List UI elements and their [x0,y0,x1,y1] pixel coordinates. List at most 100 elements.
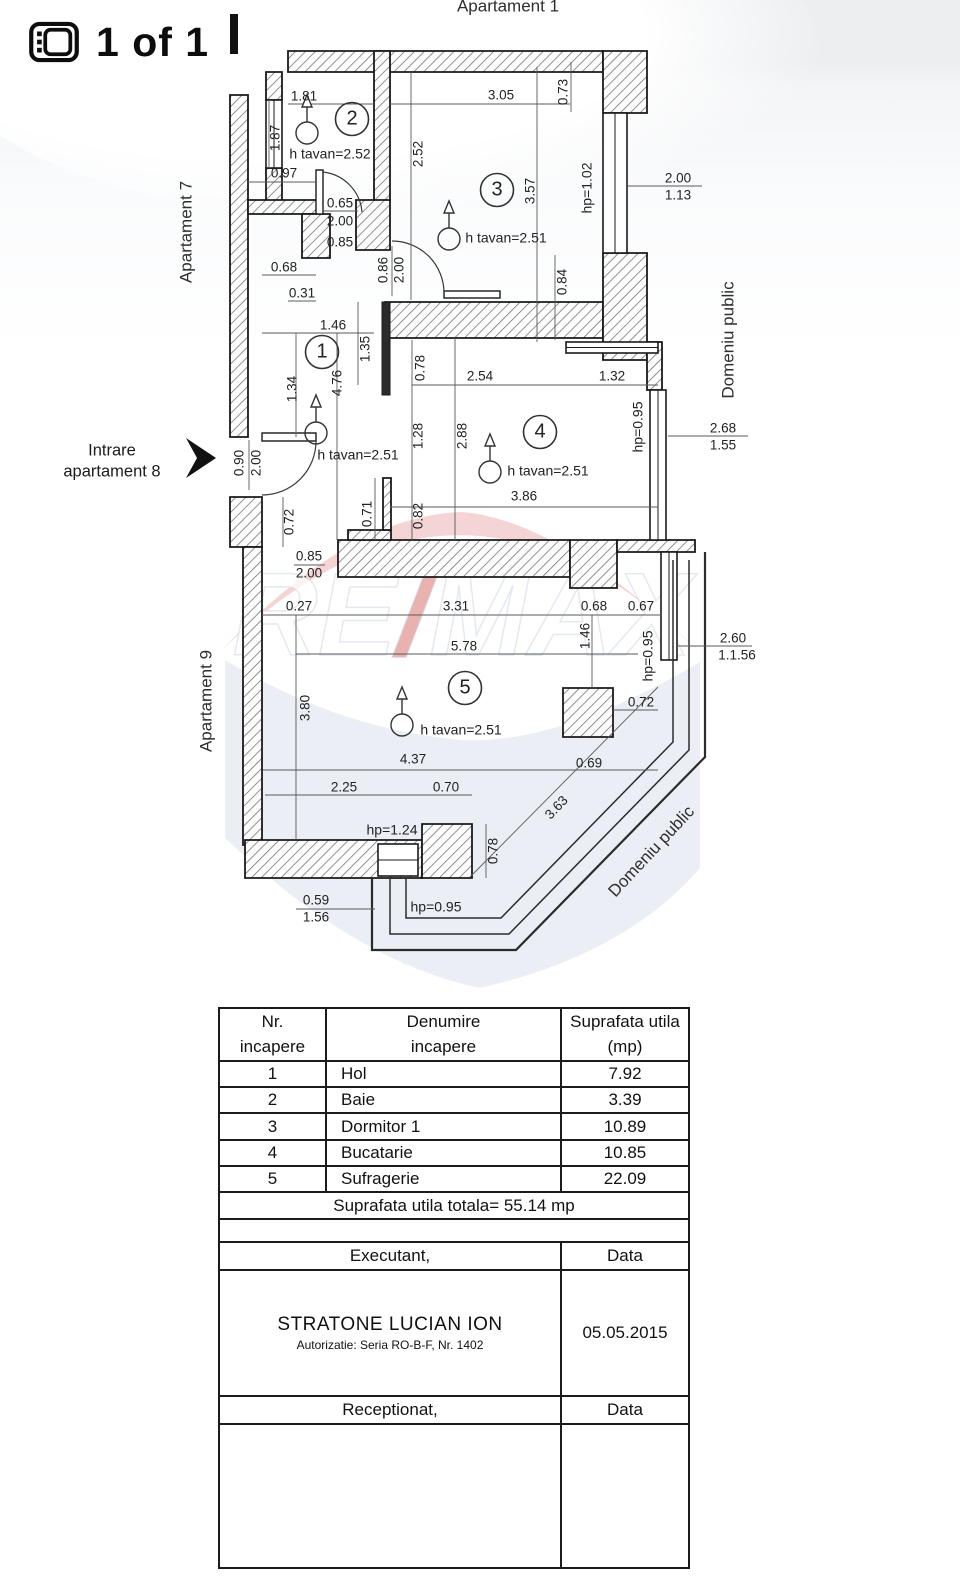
door-arc [261,440,317,496]
executant-header-row: Executant, Data [218,1241,690,1271]
table-row: 1 Hol 7.92 [218,1060,690,1088]
table-row: 2 Baie 3.39 [218,1086,690,1114]
cell-nr: 3 [218,1112,327,1141]
plan-label: 2.00 [327,214,353,229]
ceiling-height-icon [390,685,414,737]
plan-label: 2.88 [455,423,470,449]
photo-counter-badge[interactable]: 1 of 1 [8,8,244,76]
plan-label: 0.72 [282,509,297,535]
door-arc [391,240,445,294]
receptionat-header-row: Receptionat, Data [218,1395,690,1425]
plan-label: 1.56 [303,910,329,925]
receptionat-date-cell [560,1423,690,1569]
plan-label: 1.1.56 [718,648,756,663]
executant-date: 05.05.2015 [560,1269,690,1397]
plan-label: 0.90 [232,450,247,476]
plan-label: 3.80 [298,695,313,721]
plan-label: 1.87 [268,125,283,151]
plan-label: hp=1.24 [367,822,418,838]
col-header-nr: Nr. [261,1011,284,1031]
floor-plan: RE/MAX [63,0,756,988]
plan-label: 2 [346,107,357,129]
table-row: 5 Sufragerie 22.09 [218,1165,690,1193]
plan-label: 0.27 [286,599,312,614]
plan-label: hp=0.95 [630,401,646,452]
table-row: 4 Bucatarie 10.85 [218,1139,690,1167]
plan-label: 5 [459,676,470,698]
plan-label: h tavan=2.51 [420,722,502,738]
cell-denumire: Sufragerie [325,1165,562,1193]
cell-nr: 2 [218,1086,327,1114]
col-header-denumire: Denumire [406,1011,481,1031]
remax-watermark: RE/MAX [222,512,703,988]
plan-label: 2.00 [392,257,407,283]
plan-label: hp=1.02 [579,162,595,213]
ceiling-height-icons [295,93,502,737]
plan-label: 0.71 [360,501,375,527]
total-row: Suprafata utila totala= 55.14 mp [218,1191,690,1220]
plan-label: 0.59 [303,893,329,908]
executant-label: Executant, [218,1241,562,1271]
receptionat-cell [218,1423,562,1569]
executant-name: STRATONE LUCIAN ION [277,1314,503,1335]
executant-cell: STRATONE LUCIAN ION Autorizatie: Seria R… [218,1269,562,1397]
data-label: Data [560,1241,690,1271]
plan-label: 4.76 [330,370,345,396]
cell-suprafata: 10.85 [560,1139,690,1167]
plan-label: 2.00 [665,171,691,186]
plan-label: 2.54 [467,369,494,384]
data-label: Data [560,1395,690,1425]
cell-denumire: Baie [325,1086,562,1114]
plan-label: 2.68 [710,421,736,436]
plan-label: 3 [491,178,502,200]
wall-stub [230,14,238,54]
plan-label: 4 [534,420,545,442]
ceiling-height-icon [437,199,461,251]
ceiling-height-icon [478,432,502,484]
plan-label: 2.60 [720,631,746,646]
plan-label: 1.28 [411,423,426,449]
plan-label: 1.81 [291,89,317,104]
plan-label: hp=0.95 [411,899,462,915]
plan-label: 0.31 [289,286,315,301]
plan-label: 5.78 [451,639,477,654]
dimension-lines [248,62,752,910]
plan-label: 1.34 [285,375,300,402]
cell-suprafata: 3.39 [560,1086,690,1114]
total-area-label: Suprafata utila totala= 55.14 mp [218,1191,690,1220]
cell-nr: 5 [218,1165,327,1193]
plan-label: 4.37 [400,752,426,767]
photo-counter-label: 1 of 1 [96,18,210,65]
plan-label: 1 [316,340,327,362]
plan-label: 1.55 [710,438,736,453]
plan-label: 0.85 [296,549,322,564]
room-circles [304,101,558,706]
door-leaf [261,432,317,442]
plan-label: 3.05 [488,88,514,103]
plan-label: apartament 8 [63,462,160,480]
cell-denumire: Hol [325,1060,562,1088]
door-leaf [315,169,324,215]
plan-label: Apartament 7 [176,181,195,283]
balcony-rails [370,552,707,952]
plan-label: 3.86 [511,489,537,504]
plan-label: 2.25 [331,780,357,795]
cell-denumire: Dormitor 1 [325,1112,562,1141]
plan-label: 0.70 [433,780,459,795]
room-circle-5 [447,670,483,706]
plan-label: 1.46 [578,623,593,649]
gallery-icon [29,21,79,63]
col-header-suprafata: Suprafata utila [570,1011,680,1031]
plan-label: 0.69 [576,756,602,771]
cell-nr: 1 [218,1060,327,1088]
plan-label: Domeniu public [718,281,737,399]
room-circle-1 [304,334,340,370]
plan-label: hp=0.95 [640,630,656,681]
plan-label: 0.78 [486,838,501,864]
executant-row: STRATONE LUCIAN ION Autorizatie: Seria R… [218,1269,690,1397]
plan-label: 0.68 [581,599,607,614]
plan-label: 0.73 [556,79,571,105]
plan-label: 0.84 [555,268,570,295]
room-circle-4 [522,414,558,450]
cell-denumire: Bucatarie [325,1139,562,1167]
